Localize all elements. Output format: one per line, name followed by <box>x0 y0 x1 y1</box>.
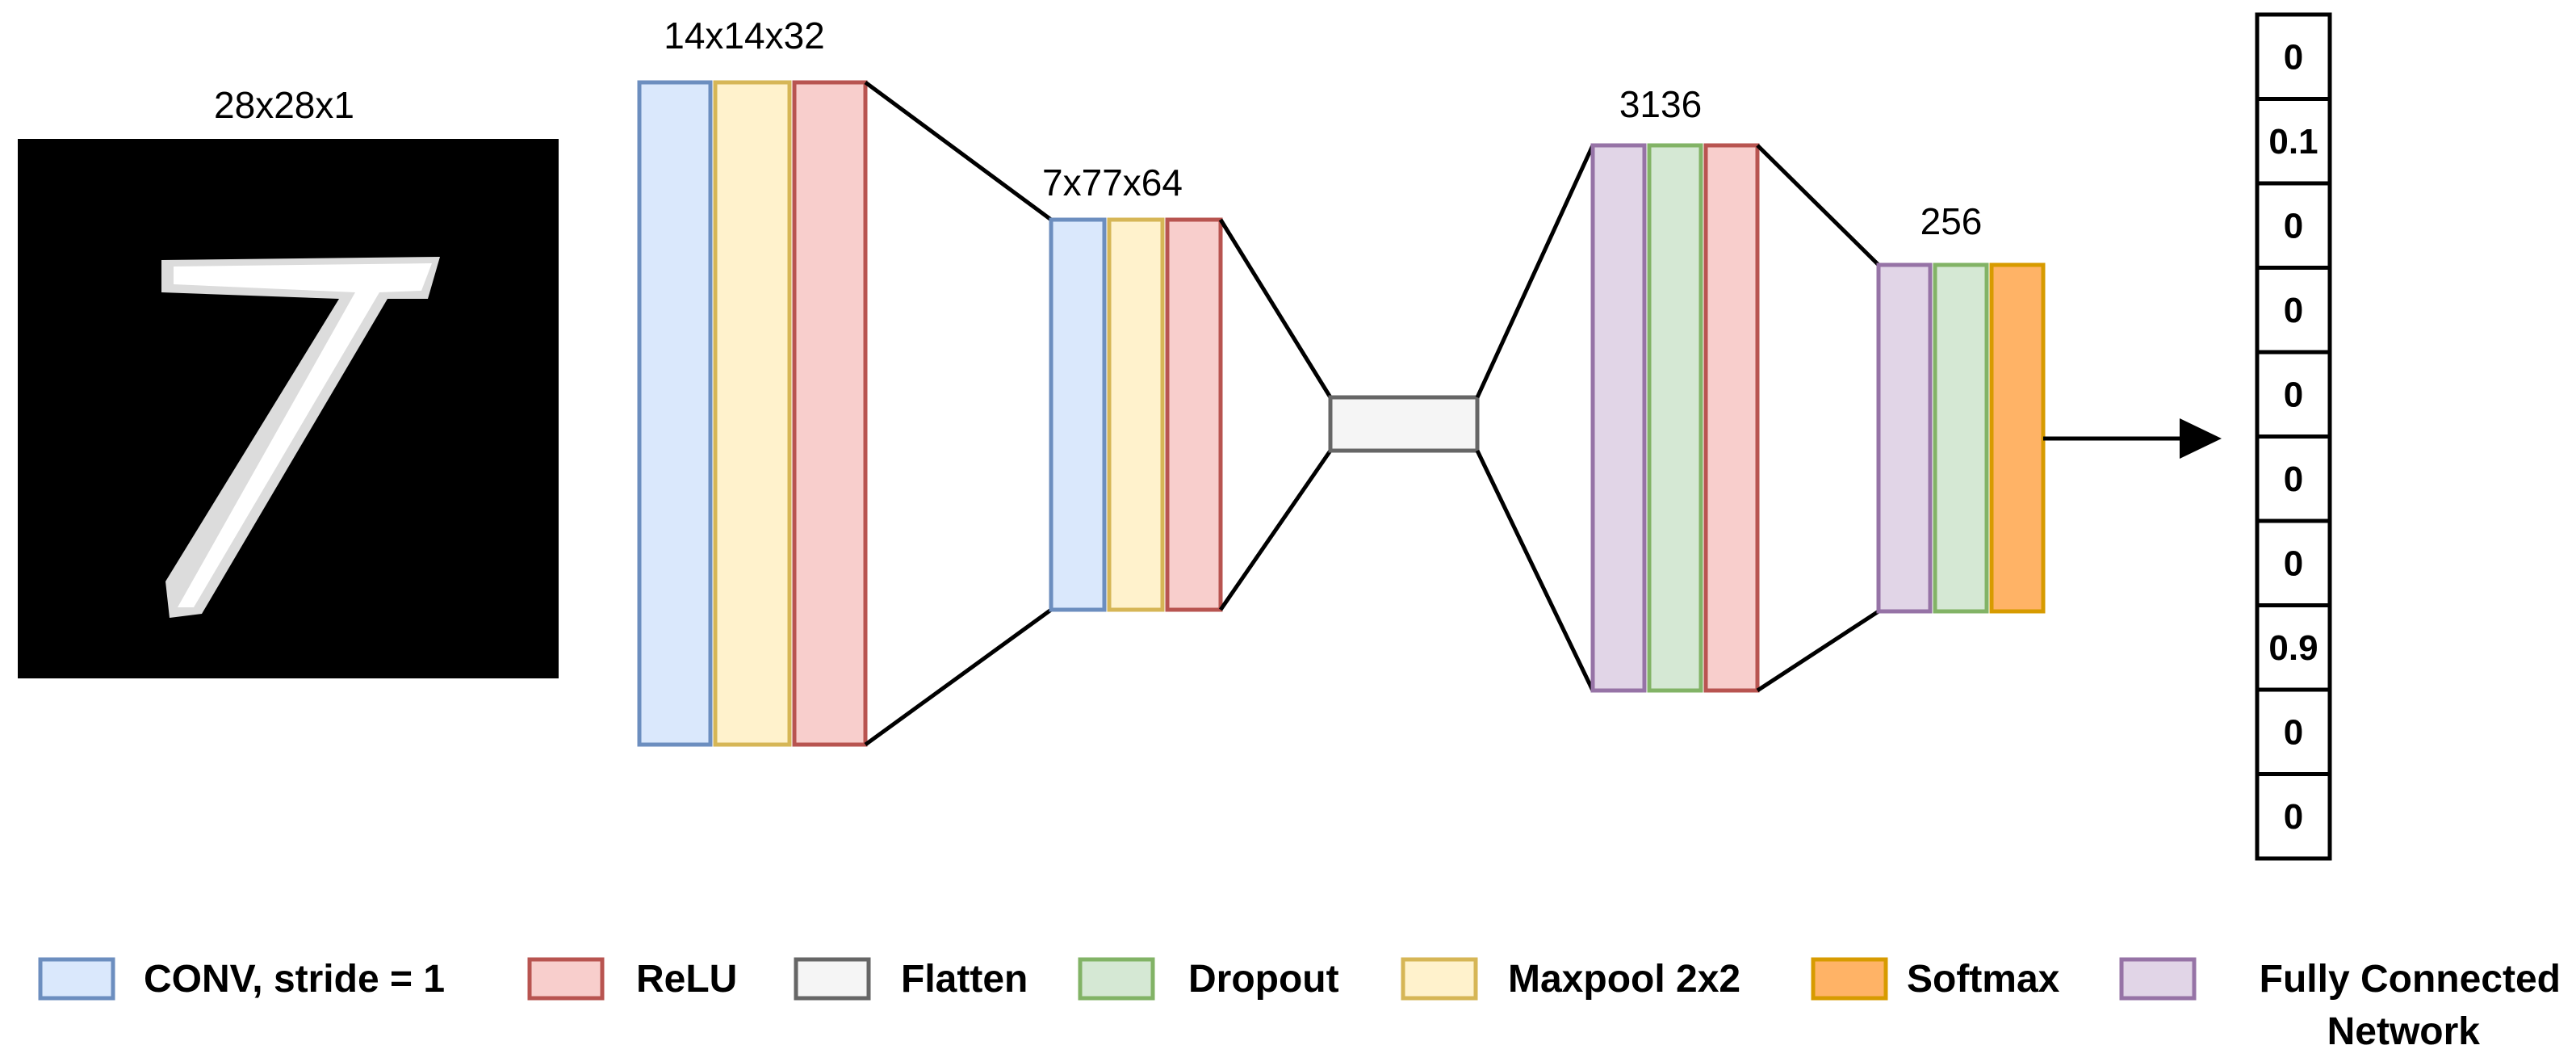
legend-swatch <box>527 957 605 1001</box>
fc1-relu-layer <box>1703 143 1760 693</box>
output-cell: 0 <box>2255 350 2332 439</box>
legend-label: ReLU <box>636 958 737 1001</box>
fc1-size-label: 3136 <box>1619 83 1702 125</box>
fc2-layers: 256 <box>1876 200 2046 614</box>
output-value: 0.9 <box>2268 628 2318 668</box>
output-cell: 0 <box>2255 434 2332 523</box>
legend-item-maxpool: Maxpool 2x2 <box>1401 957 1740 1001</box>
legend-label: Maxpool 2x2 <box>1508 958 1740 1001</box>
legend-item-fully-connected: Fully Connected Network <box>2119 957 2561 1053</box>
output-cell: 0 <box>2255 12 2332 101</box>
legend-swatch <box>2119 957 2197 1001</box>
block2-relu-layer <box>1165 217 1223 612</box>
block1-layers: 14x14x32 <box>637 15 868 747</box>
output-value: 0 <box>2284 375 2303 414</box>
block1-maxpool-layer <box>713 80 792 747</box>
output-cell: 0 <box>2255 772 2332 861</box>
legend-label: Softmax <box>1907 958 2060 1001</box>
legend-swatch <box>1401 957 1478 1001</box>
fc2-dropout-layer <box>1933 262 1989 614</box>
output-cell: 0 <box>2255 181 2332 270</box>
legend-item-softmax: Softmax <box>1811 957 2060 1001</box>
block2-conv-layer <box>1049 217 1107 612</box>
output-value: 0 <box>2284 291 2303 330</box>
output-cell-box <box>2255 772 2332 861</box>
block1-relu-layer <box>792 80 868 747</box>
legend-swatch <box>1078 957 1155 1001</box>
connector-line <box>1218 449 1333 611</box>
block2-size-label: 7x77x64 <box>1042 162 1183 204</box>
block1-size-label: 14x14x32 <box>664 15 825 57</box>
legend-label: Dropout <box>1188 958 1339 1001</box>
output-cell: 0.1 <box>2255 97 2332 186</box>
output-value: 0 <box>2284 797 2303 837</box>
connector-line <box>1756 609 1880 693</box>
output-cell: 0.9 <box>2255 603 2332 692</box>
legend-label: CONV, stride = 1 <box>144 958 445 1001</box>
output-cell-box <box>2255 12 2332 101</box>
input-image-group: 28x28x1 <box>18 84 559 678</box>
connector-line <box>1218 218 1333 399</box>
fc2-size-label: 256 <box>1920 200 1983 242</box>
connector-line <box>864 80 1053 222</box>
legend-item-relu: ReLU <box>527 957 737 1001</box>
output-value: 0.1 <box>2268 122 2318 162</box>
legend-item-flatten: Flatten <box>794 957 1028 1001</box>
fc1-layers: 3136 <box>1590 83 1760 693</box>
output-value: 0 <box>2284 206 2303 246</box>
connector-line <box>1475 449 1595 692</box>
output-cell-box <box>2255 350 2332 439</box>
digit-seven-glyph <box>161 257 440 618</box>
connector-line <box>1756 144 1880 267</box>
block2-layers: 7x77x64 <box>1042 162 1223 612</box>
output-probability-vector: 0 0.1 0 0 0 0 0 0.9 0 0 <box>2255 12 2332 861</box>
block1-conv-layer <box>637 80 713 747</box>
output-value: 0 <box>2284 712 2303 752</box>
fc1-dropout-layer <box>1647 143 1703 693</box>
legend-swatch <box>794 957 871 1001</box>
output-cell-box <box>2255 603 2332 692</box>
output-cell: 0 <box>2255 687 2332 776</box>
fc2-softmax-layer <box>1989 262 2046 614</box>
output-cell-box <box>2255 434 2332 523</box>
legend-swatch <box>1811 957 1888 1001</box>
output-cell: 0 <box>2255 518 2332 607</box>
legend: CONV, stride = 1 ReLU Flatten Dropout Ma… <box>38 957 2561 1053</box>
flatten-layer <box>1328 395 1480 453</box>
legend-label: Flatten <box>901 958 1028 1001</box>
connector-line <box>1475 144 1595 399</box>
legend-item-dropout: Dropout <box>1078 957 1339 1001</box>
legend-item-conv: CONV, stride = 1 <box>38 957 445 1001</box>
fc1-fully-connected-layer <box>1590 143 1647 693</box>
connector-line <box>864 607 1053 747</box>
input-size-label: 28x28x1 <box>214 84 354 126</box>
fc2-fully-connected-layer <box>1876 262 1933 614</box>
legend-label: Fully Connected <box>2260 958 2561 1001</box>
output-cell-box <box>2255 518 2332 607</box>
legend-swatch <box>38 957 115 1001</box>
legend-label: Network <box>2327 1010 2481 1053</box>
block2-maxpool-layer <box>1107 217 1165 612</box>
output-cell: 0 <box>2255 266 2332 355</box>
output-cell-box <box>2255 266 2332 355</box>
output-cell-box <box>2255 687 2332 776</box>
output-value: 0 <box>2284 460 2303 499</box>
output-value: 0 <box>2284 544 2303 583</box>
output-cell-box <box>2255 181 2332 270</box>
output-value: 0 <box>2284 37 2303 77</box>
output-arrow <box>2043 418 2222 459</box>
